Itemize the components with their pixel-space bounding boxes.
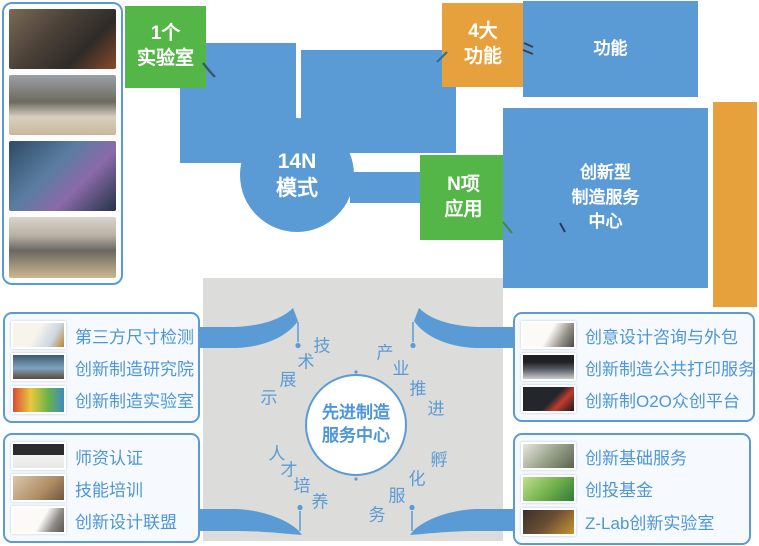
list-item-label: 技能培训 <box>75 480 143 500</box>
list-item: 创新制造公共打印服务 <box>521 353 755 381</box>
lab-count-badge: 1个 实验室 <box>125 6 206 88</box>
list-item: 创新设计联盟 <box>11 506 192 534</box>
list-item: 创意设计咨询与外包 <box>521 321 747 349</box>
list-item: 师资认证 <box>11 442 192 470</box>
list-box-left-bottom: 师资认证 技能培训 创新设计联盟 <box>3 433 200 543</box>
thumbnail-image <box>11 442 66 470</box>
photo-workshop <box>9 9 116 69</box>
mode-circle: 14N 模式 <box>240 118 354 232</box>
ring-label-char: 推 <box>409 379 427 399</box>
list-item: 技能培训 <box>11 474 192 502</box>
ring-label-char: 术 <box>297 352 315 372</box>
photo-exhibition-hall <box>9 216 116 279</box>
list-item-label: 创投基金 <box>585 481 653 501</box>
list-item-label: 第三方尺寸检测 <box>75 327 194 347</box>
ring-label-char: 业 <box>392 359 410 379</box>
thumbnail-image <box>11 385 66 414</box>
hub-center-line1: 先进制造 <box>322 403 390 423</box>
list-item: 创投基金 <box>521 474 743 503</box>
list-item-label: 创新制造公共打印服务 <box>585 359 755 379</box>
list-item: 创新基础服务 <box>521 442 743 471</box>
four-functions-badge: 4大 功能 <box>442 3 524 87</box>
thumbnail-image <box>11 321 66 350</box>
list-box-left-top: 第三方尺寸检测 创新制造研究院 创新制造实验室 <box>3 312 200 423</box>
list-item-label: 创新基础服务 <box>585 448 687 468</box>
thumbnail-image <box>521 442 576 471</box>
thumbnail-image <box>521 321 576 349</box>
four-functions-line1: 4大 <box>468 21 498 43</box>
lab-line2: 实验室 <box>136 48 194 69</box>
thumbnail-image <box>521 385 576 413</box>
thumbnail-image <box>521 353 576 381</box>
ring-label-char: 人 <box>268 444 286 464</box>
mode-line2: 模式 <box>276 177 318 200</box>
n-applications-badge: N项 应用 <box>420 155 507 240</box>
photo-robot-arm <box>9 74 116 136</box>
thumbnail-image <box>11 353 66 382</box>
list-box-right-top: 创意设计咨询与外包 创新制造公共打印服务 创新制O2O众创平台 <box>513 312 755 422</box>
list-item: 创新制造实验室 <box>11 385 194 414</box>
ring-label-char: 培 <box>293 476 311 496</box>
orange-side-bar <box>713 102 757 307</box>
mode-line1: 14N <box>277 149 317 173</box>
list-box-right-bottom: 创新基础服务 创投基金 Z-Lab创新实验室 <box>513 433 751 545</box>
hub-center-line2: 服务中心 <box>322 426 390 445</box>
thumbnail-image <box>521 507 576 536</box>
list-item-label: 创意设计咨询与外包 <box>585 327 738 347</box>
ring-label-char: 才 <box>280 460 298 480</box>
innovative-center-box: 创新型 制造服务 中心 <box>503 108 708 288</box>
ring-label-char: 孵 <box>430 450 448 470</box>
list-item-label: 创新制O2O众创平台 <box>585 391 740 411</box>
ring-label-char: 示 <box>260 388 278 408</box>
ring-label-char: 进 <box>427 399 445 419</box>
list-item-label: 创新制造实验室 <box>75 392 194 412</box>
ring-label-char: 化 <box>408 469 426 489</box>
n-applications-line1: N项 <box>447 173 480 195</box>
function-box-label: 功能 <box>593 38 628 58</box>
innovative-center-line3: 中心 <box>588 212 623 232</box>
n-applications-line2: 应用 <box>444 198 483 220</box>
function-box: 功能 <box>523 1 698 97</box>
four-functions-line2: 功能 <box>463 46 502 67</box>
thumbnail-image <box>521 474 576 503</box>
list-item-label: 创新设计联盟 <box>75 512 177 532</box>
thumbnail-image <box>11 506 66 534</box>
list-item: 创新制O2O众创平台 <box>521 385 747 413</box>
ring-label-char: 产 <box>376 343 394 363</box>
list-item: 创新制造研究院 <box>11 353 194 382</box>
lab-line1: 1个 <box>150 23 181 45</box>
photo-strip-frame <box>2 2 123 285</box>
ring-label-char: 技 <box>313 336 331 356</box>
ring-label-char: 展 <box>279 370 297 390</box>
list-item-label: Z-Lab创新实验室 <box>585 514 715 534</box>
list-item: Z-Lab创新实验室 <box>521 507 743 536</box>
ring-label-char: 务 <box>368 505 386 525</box>
puzzle-connector-arm <box>350 172 432 203</box>
ring-label-char: 养 <box>311 492 329 512</box>
hub-center-circle: 先进制造 服务中心 <box>305 374 407 476</box>
photo-machine-closeup <box>9 141 116 211</box>
ring-label-char: 服 <box>388 486 406 506</box>
list-item: 第三方尺寸检测 <box>11 321 194 350</box>
innovative-center-line2: 制造服务 <box>571 187 640 207</box>
innovative-center-line1: 创新型 <box>580 163 631 183</box>
list-item-label: 师资认证 <box>75 448 143 468</box>
thumbnail-image <box>11 474 66 502</box>
list-item-label: 创新制造研究院 <box>75 359 194 379</box>
